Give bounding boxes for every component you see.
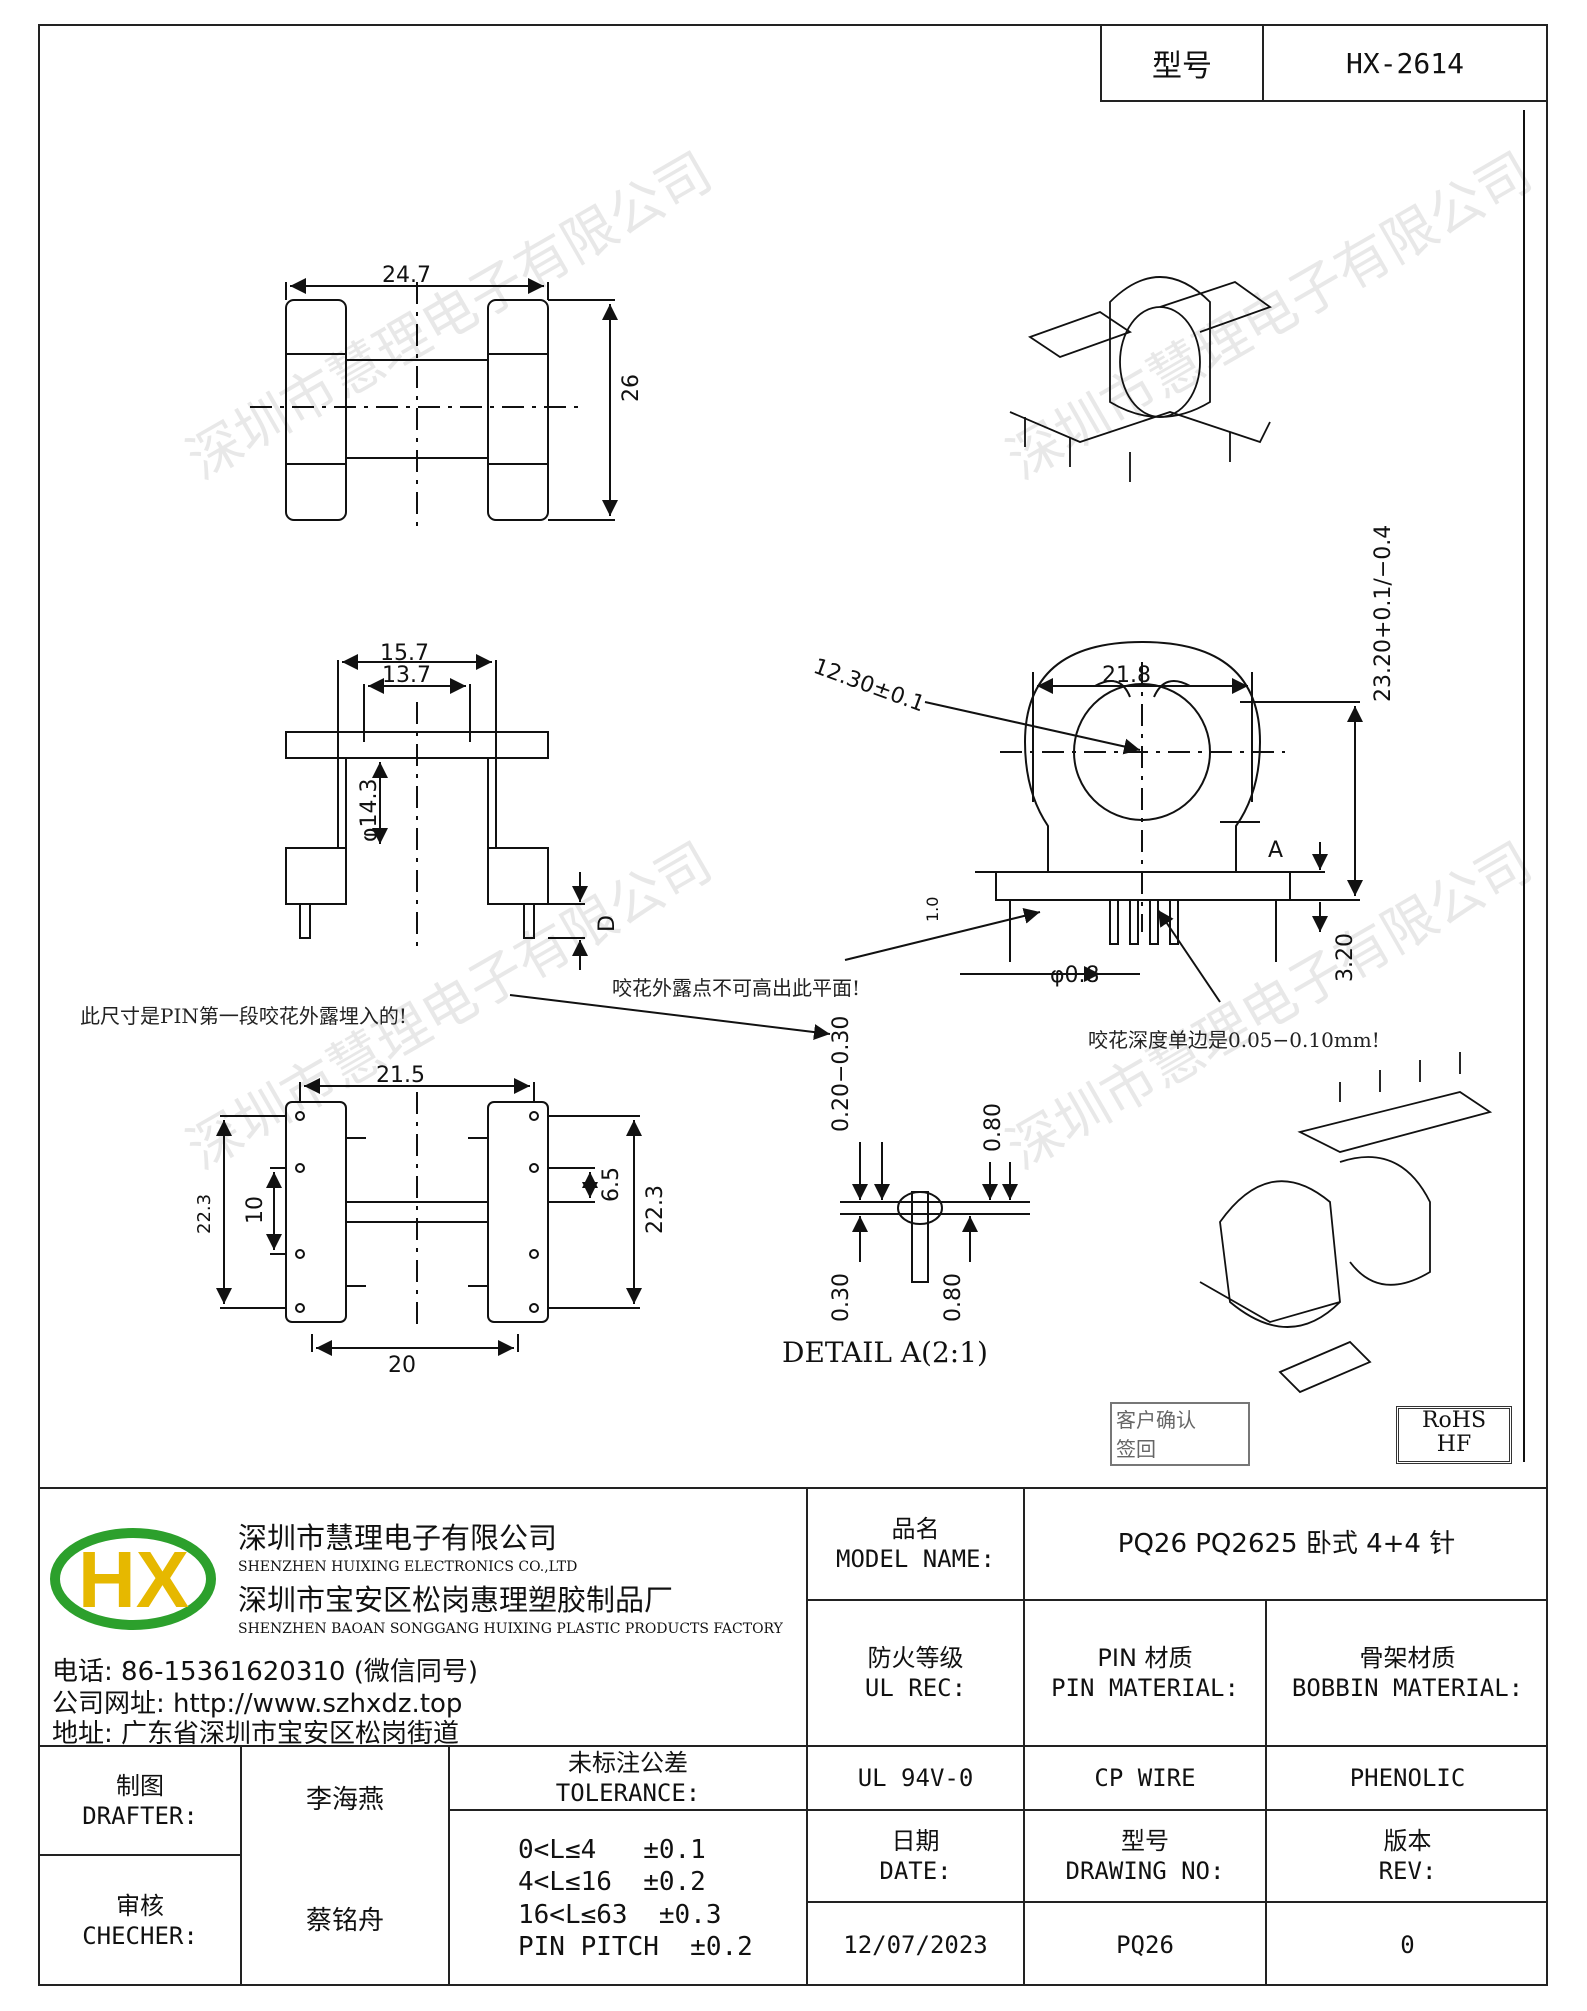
top-view xyxy=(250,278,618,532)
customer-confirm-label: 客户确认 xyxy=(1116,1408,1196,1432)
note-plane: 咬花外露点不可高出此平面! xyxy=(612,976,861,1000)
dim-front-dia: 12.30±0.1 xyxy=(810,654,928,717)
tolerance-values: 0<L≤4 ±0.1 4<L≤16 ±0.2 16<L≤63 ±0.3 PIN … xyxy=(450,1811,806,1986)
tolerance-line: PIN PITCH ±0.2 xyxy=(518,1932,753,1962)
technical-drawing: 24.7 26 15.7 13.7 φ14.3 D 21.8 12.30±0.1… xyxy=(194,110,1525,1462)
factory-name-en: SHENZHEN BAOAN SONGGANG HUIXING PLASTIC … xyxy=(238,1621,783,1637)
dim-top-height: 26 xyxy=(619,374,644,402)
dim-side-outer: 15.7 xyxy=(380,641,429,666)
company-address: 地址: 广东省深圳市宝安区松岗街道 xyxy=(52,1719,460,1749)
dim-bottom-6-5: 6.5 xyxy=(599,1167,624,1202)
logo-text: HX xyxy=(78,1535,189,1624)
company-website: 公司网址: http://www.szhxdz.top xyxy=(52,1689,463,1719)
note-pin-depth: 此尺寸是PIN第一段咬花外露埋入的! xyxy=(80,1004,407,1028)
bobbin-material-value: PHENOLIC xyxy=(1349,1764,1466,1792)
dim-side-dia: φ14.3 xyxy=(357,779,382,843)
dim-detail-c: 0.30 xyxy=(829,1273,854,1322)
dim-bottom-10: 10 xyxy=(243,1196,268,1224)
hf-text: HF xyxy=(1436,1432,1472,1457)
drawing-no-value: PQ26 xyxy=(1116,1930,1174,1959)
drawing-area: 深圳市慧理电子有限公司 深圳市慧理电子有限公司 深圳市慧理电子有限公司 深圳市慧… xyxy=(40,102,1546,1487)
dim-detail-b: 0.80 xyxy=(981,1103,1006,1152)
dim-bottom-22-right: 22.3 xyxy=(643,1185,668,1234)
bottom-view xyxy=(216,1078,642,1356)
dim-bottom-width: 21.5 xyxy=(376,1063,425,1088)
date-value: 12/07/2023 xyxy=(843,1930,988,1959)
dim-side-d: D xyxy=(595,915,620,932)
rev-value: 0 xyxy=(1400,1930,1415,1959)
dim-detail-d: 0.80 xyxy=(941,1273,966,1322)
dim-front-a: A xyxy=(1268,838,1283,863)
company-logo-icon: HX xyxy=(50,1528,216,1630)
tolerance-line: 16<L≤63 ±0.3 xyxy=(518,1899,722,1930)
rohs-stamp: RoHS HF xyxy=(1396,1406,1512,1464)
dim-side-inner: 13.7 xyxy=(382,663,431,688)
note-knurl-depth: 咬花深度单边是0.05−0.10mm! xyxy=(1088,1028,1380,1052)
dim-front-height: 23.20+0.1/−0.4 xyxy=(1371,525,1396,702)
iso-view-bottom xyxy=(1199,1052,1493,1394)
dim-front-1: 1.0 xyxy=(923,897,942,922)
dim-front-width: 21.8 xyxy=(1102,663,1151,688)
model-value: HX-2614 xyxy=(1345,46,1464,80)
detail-title: DETAIL A(2:1) xyxy=(782,1336,988,1369)
customer-confirm-box: 客户确认 签回 xyxy=(1110,1402,1250,1466)
company-phone: 电话: 86-15361620310 (微信同号) xyxy=(52,1657,479,1687)
dim-front-base: 3.20 xyxy=(1333,933,1358,982)
company-info: HX 深圳市慧理电子有限公司 SHENZHEN HUIXING ELECTRON… xyxy=(40,1489,806,1749)
iso-view-top xyxy=(1009,276,1272,482)
checker-value: 蔡铭舟 xyxy=(305,1905,384,1936)
dim-detail-a: 0.20−0.30 xyxy=(829,1016,854,1132)
company-name-en: SHENZHEN HUIXING ELECTRONICS CO.,LTD xyxy=(238,1559,578,1575)
side-view xyxy=(285,654,588,970)
model-label: 型号 xyxy=(1102,26,1264,100)
factory-name-cn: 深圳市宝安区松岗惠理塑胶制品厂 xyxy=(238,1583,674,1617)
title-block: HX 深圳市慧理电子有限公司 SHENZHEN HUIXING ELECTRON… xyxy=(38,1487,1548,1986)
dim-bottom-20: 20 xyxy=(388,1353,416,1378)
tolerance-line: 0<L≤4 ±0.1 xyxy=(518,1834,706,1865)
model-name-value: PQ26 PQ2625 卧式 4+4 针 xyxy=(1117,1528,1456,1559)
detail-a xyxy=(840,1142,1030,1283)
dim-front-pin: φ0.8 xyxy=(1050,963,1100,988)
company-name-cn: 深圳市慧理电子有限公司 xyxy=(238,1521,558,1555)
dim-top-width: 24.7 xyxy=(382,263,431,288)
model-box: 型号 HX-2614 xyxy=(1100,24,1548,102)
dim-bottom-22-left: 22.3 xyxy=(194,1194,215,1234)
ul-value: UL 94V-0 xyxy=(857,1764,974,1792)
pin-material-value: CP WIRE xyxy=(1094,1764,1196,1792)
customer-signback-label: 签回 xyxy=(1116,1437,1156,1461)
drafter-value: 李海燕 xyxy=(305,1785,384,1816)
tolerance-line: 4<L≤16 ±0.2 xyxy=(518,1867,706,1897)
rohs-text: RoHS xyxy=(1421,1408,1487,1433)
